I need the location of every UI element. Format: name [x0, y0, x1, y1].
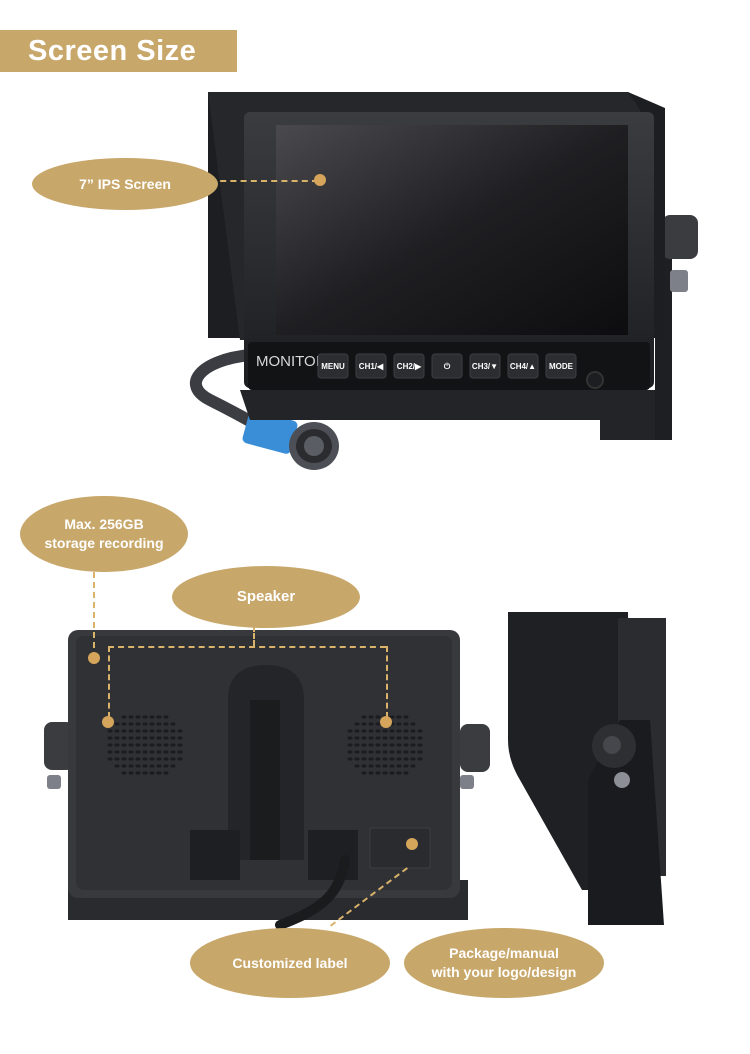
leader-dot-screen: [314, 174, 326, 186]
right-knob: [460, 724, 490, 772]
speaker-grill-left: [107, 715, 183, 775]
leader-speaker-left: [108, 646, 110, 718]
monitor-button-label-4: CH3/▼: [472, 362, 498, 371]
monitor-button-6[interactable]: [545, 353, 577, 379]
leader-dot-speaker-left: [102, 716, 114, 728]
label-area: [369, 827, 431, 869]
callout-speaker: Speaker: [172, 566, 360, 628]
cable-connector: [242, 410, 339, 470]
section-title: Screen Size: [28, 35, 197, 67]
leader-storage: [93, 572, 95, 658]
monitor-button-4[interactable]: [469, 353, 501, 379]
leader-speaker-stem: [253, 626, 255, 646]
back-monitor: [44, 630, 490, 930]
monitor-button-label-1: CH1/◀: [359, 362, 384, 371]
leader-speaker-right: [386, 646, 388, 718]
button-row: MENU CH1/◀ CH2/▶ ⏻ CH3/▼ CH4/▲ MODE: [317, 353, 577, 379]
leader-speaker-bar: [108, 646, 386, 648]
monitor-button-2[interactable]: [393, 353, 425, 379]
monitor-button-label-0: MENU: [321, 362, 345, 371]
side-monitor: [508, 612, 666, 925]
mount-knob: [662, 215, 698, 259]
callout-customized-label-text: Customized label: [232, 954, 348, 971]
callout-ips-screen: 7” IPS Screen: [32, 158, 218, 210]
monitor-button-5[interactable]: [507, 353, 539, 379]
callout-storage: Max. 256GB storage recording: [20, 496, 188, 572]
ir-sensor: [586, 371, 604, 389]
monitor-button-label-6: MODE: [549, 362, 574, 371]
monitor-button-label-2: CH2/▶: [397, 362, 422, 371]
section-title-banner: Screen Size: [0, 30, 237, 72]
callout-storage-line2: storage recording: [44, 535, 164, 551]
monitor-button-label-3: ⏻: [444, 362, 451, 371]
leader-screen: [210, 180, 318, 182]
callout-package-line1: Package/manual: [449, 945, 559, 962]
left-knob: [44, 722, 74, 770]
callout-ips-screen-text: 7” IPS Screen: [79, 175, 171, 192]
leader-dot-speaker-right: [380, 716, 392, 728]
monitor-button-label-5: CH4/▲: [510, 362, 536, 371]
monitor-button-0[interactable]: [317, 353, 349, 379]
display-screen: [276, 125, 628, 335]
callout-speaker-text: Speaker: [236, 587, 296, 605]
callout-storage-line1: Max. 256GB: [64, 516, 144, 533]
monitor-button-3[interactable]: [431, 353, 463, 379]
monitor-brand: MONITOR: [256, 353, 327, 370]
callout-customized-label: Customized label: [190, 928, 390, 998]
callout-package: Package/manual with your logo/design: [404, 928, 604, 998]
monitor-button-1[interactable]: [355, 353, 387, 379]
callout-package-line2: with your logo/design: [431, 964, 577, 980]
leader-dot-storage: [88, 652, 100, 664]
front-monitor: MONITOR MENU CH1/◀ CH2/▶ ⏻ CH3/▼ CH4/▲ MODE: [190, 92, 698, 470]
leader-dot-label: [406, 838, 418, 850]
